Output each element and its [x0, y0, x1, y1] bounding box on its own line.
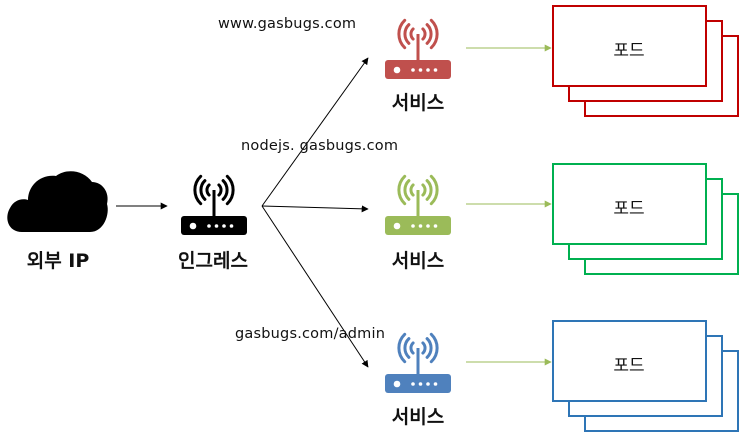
edge-ingress-to-service-2 [261, 205, 369, 213]
ingress-router-icon [181, 174, 247, 235]
pod-card [552, 5, 707, 87]
service-2-host: nodejs. gasbugs.com [241, 138, 399, 154]
pod-stack-3 [552, 320, 739, 432]
pod-stack-1 [552, 5, 739, 117]
external-ip-label: 외부 IP [26, 250, 90, 272]
service-1-label: 서비스 [391, 92, 445, 114]
service-1-host: www.gasbugs.com [218, 16, 357, 32]
pod-stack-2 [552, 163, 739, 275]
pod-2-label: 포드 [613, 199, 645, 219]
pod-card [552, 320, 707, 402]
pod-card [552, 163, 707, 245]
service-1-router-icon [385, 18, 451, 79]
service-3-host: gasbugs.com/admin [235, 326, 386, 342]
pod-1-label: 포드 [613, 41, 645, 61]
pod-3-label: 포드 [613, 356, 645, 376]
edge-ingress-to-service-3 [261, 205, 369, 368]
ingress-label: 인그레스 [178, 250, 248, 272]
service-3-router-icon [385, 332, 451, 393]
service-2-label: 서비스 [391, 250, 445, 272]
edge-ingress-to-service-1 [261, 57, 369, 207]
service-3-label: 서비스 [391, 406, 445, 428]
service-2-router-icon [385, 174, 451, 235]
cloud-icon [7, 171, 108, 232]
ingress-edges [261, 57, 369, 368]
